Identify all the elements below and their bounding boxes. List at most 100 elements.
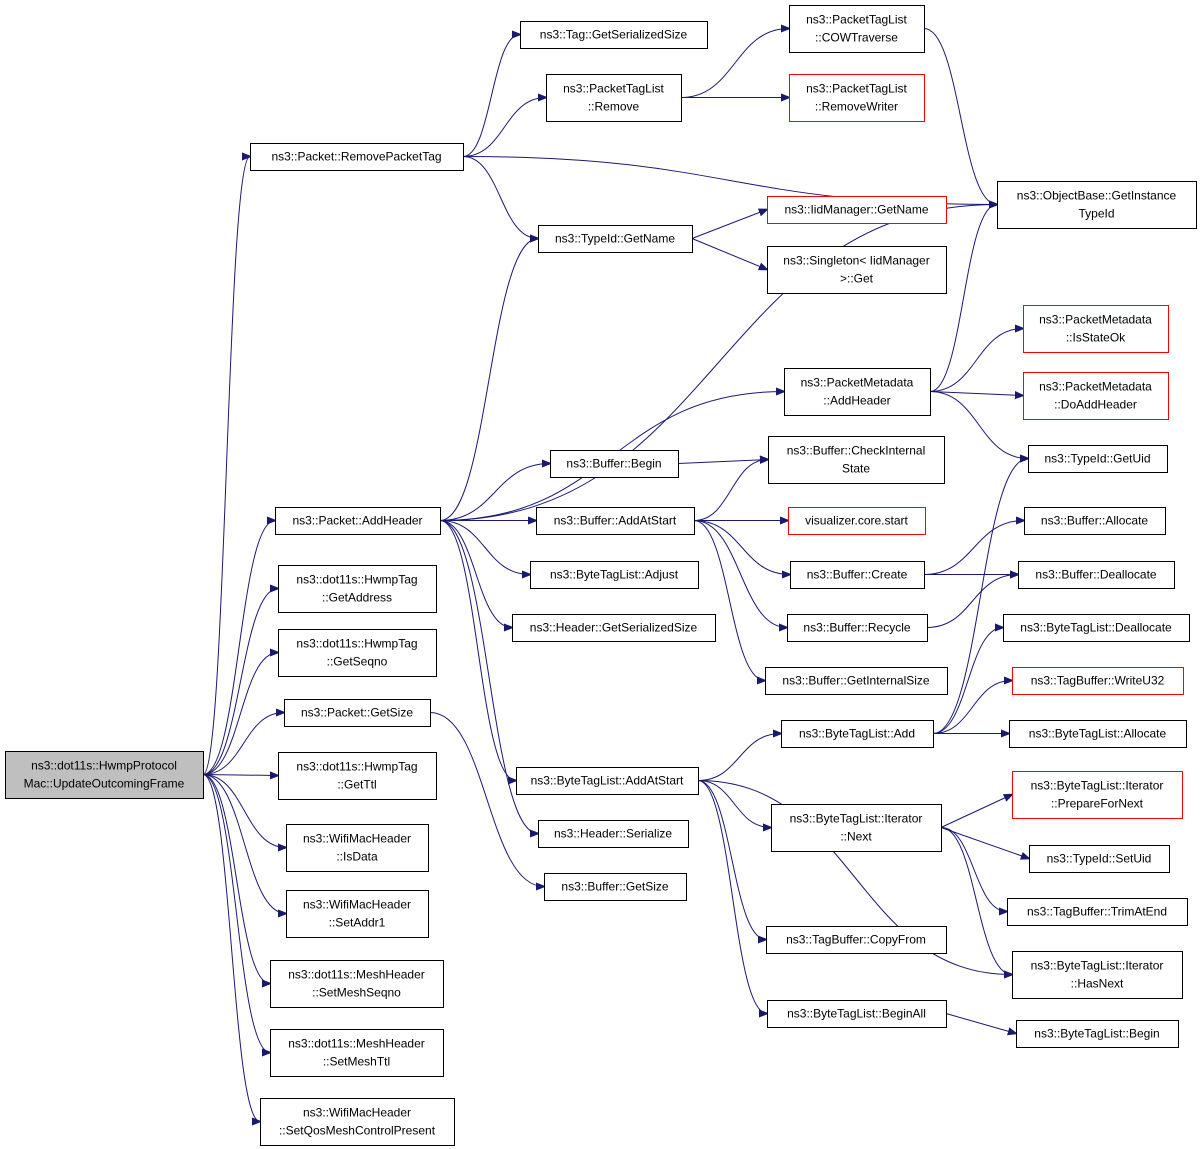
node-label: ns3::dot11s::HwmpTag: [296, 573, 417, 587]
node-hwmp-get-ttl[interactable]: ns3::dot11s::HwmpTag::GetTtl: [278, 752, 437, 800]
node-wmh-set-addr1[interactable]: ns3::WifiMacHeader::SetAddr1: [286, 890, 429, 938]
node-singleton-get[interactable]: ns3::Singleton< IidManager>::Get: [767, 246, 947, 294]
node-buf-deallocate[interactable]: ns3::Buffer::Deallocate: [1018, 561, 1175, 589]
edge-btli-next-to-tb-trim-at-end: [940, 827, 1007, 912]
node-type-id-get-uid[interactable]: ns3::TypeId::GetUid: [1028, 445, 1168, 473]
node-btl-adjust[interactable]: ns3::ByteTagList::Adjust: [530, 561, 699, 589]
node-btl-allocate[interactable]: ns3::ByteTagList::Allocate: [1009, 720, 1187, 748]
node-btl-begin-all[interactable]: ns3::ByteTagList::BeginAll: [767, 1000, 947, 1028]
edge-root-to-remove-packet-tag: [202, 157, 250, 775]
node-label: ns3::PacketMetadata: [1039, 313, 1152, 327]
edge-pm-add-header-to-pm-do-add-header: [929, 392, 1023, 396]
node-ptl-cowtraverse[interactable]: ns3::PacketTagList::COWTraverse: [789, 5, 925, 53]
node-label: ns3::ByteTagList::Iterator: [1031, 959, 1164, 973]
node-btl-begin[interactable]: ns3::ByteTagList::Begin: [1016, 1020, 1179, 1048]
node-type-id-get-name[interactable]: ns3::TypeId::GetName: [538, 225, 693, 253]
node-label: ::RemoveWriter: [815, 100, 898, 114]
edge-btli-next-to-type-id-set-uid: [940, 827, 1029, 859]
node-btli-prepare-for-next[interactable]: ns3::ByteTagList::Iterator::PrepareForNe…: [1012, 771, 1183, 819]
edge-type-id-get-name-to-iid-get-name: [691, 210, 767, 239]
node-box: [286, 890, 429, 938]
node-btli-next[interactable]: ns3::ByteTagList::Iterator::Next: [771, 804, 942, 852]
node-label: ns3::Packet::AddHeader: [292, 514, 422, 528]
edge-btli-next-to-btli-has-next: [940, 827, 1012, 975]
node-btli-has-next[interactable]: ns3::ByteTagList::Iterator::HasNext: [1012, 951, 1183, 999]
edge-btl-add-to-tb-write-u32: [932, 681, 1012, 734]
edge-ptl-cowtraverse-to-obj-get-instance-type-id: [923, 28, 997, 205]
node-mh-set-mesh-seqno[interactable]: ns3::dot11s::MeshHeader::SetMeshSeqno: [270, 960, 444, 1008]
node-box: [767, 246, 947, 294]
edge-btl-add-to-btl-deallocate: [932, 628, 1003, 734]
node-packet-add-header[interactable]: ns3::Packet::AddHeader: [275, 507, 441, 535]
node-header-get-serialized-size[interactable]: ns3::Header::GetSerializedSize: [512, 614, 716, 642]
node-tag-get-serialized-size[interactable]: ns3::Tag::GetSerializedSize: [520, 21, 708, 49]
node-label: ::IsData: [336, 850, 378, 864]
edge-btl-begin-all-to-btl-begin: [945, 1013, 1016, 1034]
node-tb-write-u32[interactable]: ns3::TagBuffer::WriteU32: [1012, 667, 1184, 695]
node-label: ns3::Buffer::Recycle: [803, 621, 910, 635]
node-btl-add[interactable]: ns3::ByteTagList::Add: [781, 720, 934, 748]
node-label: ns3::dot11s::HwmpTag: [296, 760, 417, 774]
node-label: ns3::PacketMetadata: [1039, 380, 1152, 394]
node-pm-is-state-ok[interactable]: ns3::PacketMetadata::IsStateOk: [1023, 305, 1169, 353]
node-remove-packet-tag[interactable]: ns3::Packet::RemovePacketTag: [250, 143, 464, 171]
node-buf-recycle[interactable]: ns3::Buffer::Recycle: [787, 614, 928, 642]
node-buf-allocate[interactable]: ns3::Buffer::Allocate: [1024, 507, 1166, 535]
node-buf-create[interactable]: ns3::Buffer::Create: [790, 561, 925, 589]
node-ptl-remove-writer[interactable]: ns3::PacketTagList::RemoveWriter: [789, 74, 925, 122]
node-wmh-is-data[interactable]: ns3::WifiMacHeader::IsData: [286, 824, 429, 872]
node-iid-get-name[interactable]: ns3::IidManager::GetName: [767, 196, 947, 224]
node-mh-set-mesh-ttl[interactable]: ns3::dot11s::MeshHeader::SetMeshTtl: [270, 1029, 444, 1077]
node-pm-do-add-header[interactable]: ns3::PacketMetadata::DoAddHeader: [1023, 372, 1169, 420]
node-wmh-set-qos-mesh-control-present[interactable]: ns3::WifiMacHeader::SetQosMeshControlPre…: [260, 1098, 455, 1146]
node-box: [771, 804, 942, 852]
edge-buf-add-at-start-to-buf-create: [693, 520, 790, 575]
node-box: [1007, 898, 1188, 926]
node-root[interactable]: ns3::dot11s::HwmpProtocolMac::UpdateOutc…: [5, 751, 204, 799]
node-label: ns3::Header::GetSerializedSize: [530, 621, 698, 635]
node-viz-start[interactable]: visualizer.core.start: [788, 507, 926, 535]
node-hwmp-get-seqno[interactable]: ns3::dot11s::HwmpTag::GetSeqno: [278, 629, 437, 677]
node-tb-copy-from[interactable]: ns3::TagBuffer::CopyFrom: [766, 926, 947, 954]
node-hwmp-get-address[interactable]: ns3::dot11s::HwmpTag::GetAddress: [278, 565, 437, 613]
node-type-id-set-uid[interactable]: ns3::TypeId::SetUid: [1029, 845, 1170, 873]
edge-root-to-wmh-set-addr1: [202, 774, 286, 914]
node-label: ns3::ObjectBase::GetInstance: [1017, 189, 1177, 203]
node-btl-deallocate[interactable]: ns3::ByteTagList::Deallocate: [1003, 614, 1190, 642]
edge-packet-add-header-to-header-get-serialized-size: [439, 520, 512, 628]
node-label: ::SetMeshSeqno: [312, 986, 401, 1000]
node-pm-add-header[interactable]: ns3::PacketMetadata::AddHeader: [784, 368, 931, 416]
node-tb-trim-at-end[interactable]: ns3::TagBuffer::TrimAtEnd: [1007, 898, 1188, 926]
node-buf-get-internal-size[interactable]: ns3::Buffer::GetInternalSize: [765, 667, 948, 695]
node-btl-add-at-start[interactable]: ns3::ByteTagList::AddAtStart: [516, 767, 699, 795]
node-box: [270, 960, 444, 1008]
node-label: ns3::dot11s::MeshHeader: [288, 1037, 425, 1051]
node-label: ns3::WifiMacHeader: [303, 1106, 411, 1120]
node-box: [1024, 507, 1166, 535]
node-packet-get-size[interactable]: ns3::Packet::GetSize: [284, 699, 431, 727]
node-box: [1012, 667, 1184, 695]
node-label: visualizer.core.start: [805, 514, 908, 528]
node-box: [260, 1098, 455, 1146]
edge-btl-add-at-start-to-btl-add: [697, 734, 781, 781]
edge-packet-get-size-to-buf-get-size: [429, 712, 544, 887]
node-box: [544, 873, 687, 901]
node-ptl-remove[interactable]: ns3::PacketTagList::Remove: [546, 74, 682, 122]
node-label: ns3::TagBuffer::CopyFrom: [786, 933, 926, 947]
node-buf-begin[interactable]: ns3::Buffer::Begin: [550, 450, 679, 478]
edge-root-to-hwmp-get-address: [202, 589, 278, 775]
edge-root-to-hwmp-get-seqno: [202, 653, 278, 775]
node-label: ns3::Tag::GetSerializedSize: [540, 28, 688, 42]
node-label: ns3::Packet::GetSize: [301, 706, 413, 720]
node-label: ns3::TypeId::GetUid: [1044, 452, 1150, 466]
node-buf-get-size[interactable]: ns3::Buffer::GetSize: [544, 873, 687, 901]
node-label: ::DoAddHeader: [1054, 398, 1137, 412]
node-buf-add-at-start[interactable]: ns3::Buffer::AddAtStart: [536, 507, 695, 535]
edge-packet-add-header-to-buf-begin: [439, 464, 550, 521]
node-header-serialize[interactable]: ns3::Header::Serialize: [538, 820, 689, 848]
node-label: Mac::UpdateOutcomingFrame: [24, 777, 185, 791]
node-box: [286, 824, 429, 872]
node-box: [1003, 614, 1190, 642]
